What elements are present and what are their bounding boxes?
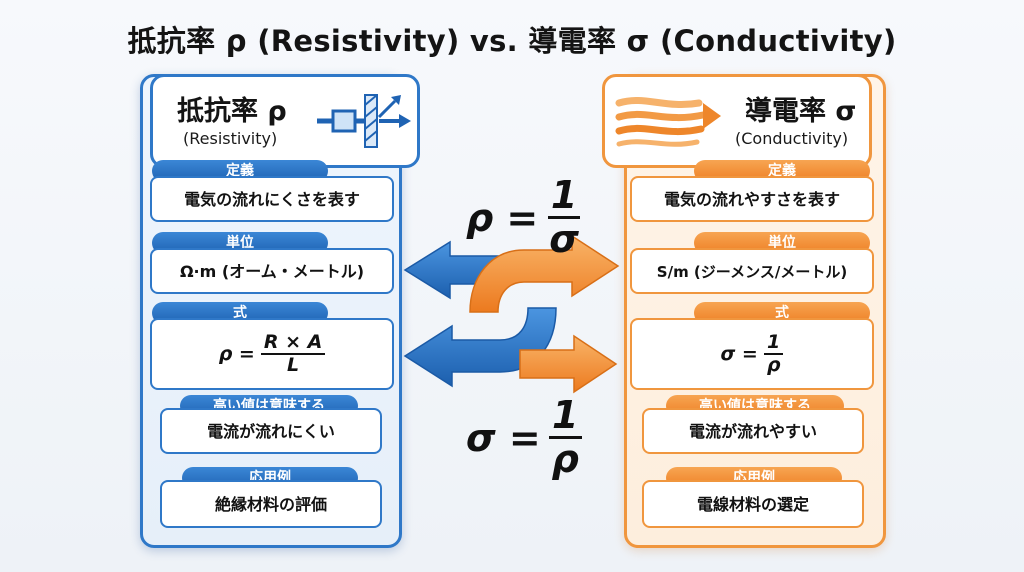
arrow-right-bottom: [519, 334, 618, 394]
definition-box-left: 電気の流れにくさを表す: [150, 176, 394, 222]
conductivity-subheading: (Conductivity): [735, 129, 849, 148]
resistivity-heading: 抵抗率 ρ: [177, 96, 287, 127]
eq-top-den: σ: [549, 216, 579, 261]
formula-fraction-left: R × A L: [260, 332, 326, 376]
resistor-barrier-icon: [317, 94, 411, 148]
arrow-left-bottom: [403, 307, 557, 388]
eq-bottom-num: 1: [549, 395, 582, 439]
high-value-box-left: 電流が流れにくい: [160, 408, 382, 454]
application-box-left: 絶縁材料の評価: [160, 480, 382, 528]
eq-top-lhs: ρ =: [466, 196, 539, 241]
formula-denominator-left: L: [287, 353, 300, 376]
flow-lines-icon: [615, 97, 721, 147]
eq-bottom-den: ρ: [551, 436, 579, 481]
eq-top-num: 1: [547, 175, 581, 219]
high-value-box-right: 電流が流れやすい: [642, 408, 864, 454]
formula-fraction-right: 1 ρ: [764, 332, 784, 376]
unit-box-left: Ω·m (オーム・メートル): [150, 248, 394, 294]
unit-box-right: S/m (ジーメンス/メートル): [630, 248, 874, 294]
eq-top-fraction: 1 σ: [546, 175, 582, 261]
eq-bottom-lhs: σ =: [466, 416, 541, 461]
center-equation-top: ρ = 1 σ: [466, 175, 582, 261]
definition-box-right: 電気の流れやすさを表す: [630, 176, 874, 222]
conductivity-header-card: 導電率 σ (Conductivity): [602, 74, 872, 168]
formula-numerator-right: 1: [764, 332, 784, 355]
application-box-right: 電線材料の選定: [642, 480, 864, 528]
eq-bottom-fraction: 1 ρ: [549, 395, 582, 481]
formula-lhs-left: ρ =: [218, 343, 255, 365]
arrow-right-top: [469, 234, 620, 313]
formula-numerator-left: R × A: [260, 332, 326, 355]
resistivity-subheading: (Resistivity): [183, 129, 278, 148]
conductivity-heading: 導電率 σ: [745, 96, 857, 127]
formula-box-right: σ = 1 ρ: [630, 318, 874, 390]
center-equation-bottom: σ = 1 ρ: [466, 395, 582, 481]
formula-box-left: ρ = R × A L: [150, 318, 394, 390]
page-title: 抵抗率 ρ (Resistivity) vs. 導電率 σ (Conductiv…: [127, 24, 897, 58]
formula-denominator-right: ρ: [766, 353, 781, 376]
formula-lhs-right: σ =: [720, 343, 758, 365]
